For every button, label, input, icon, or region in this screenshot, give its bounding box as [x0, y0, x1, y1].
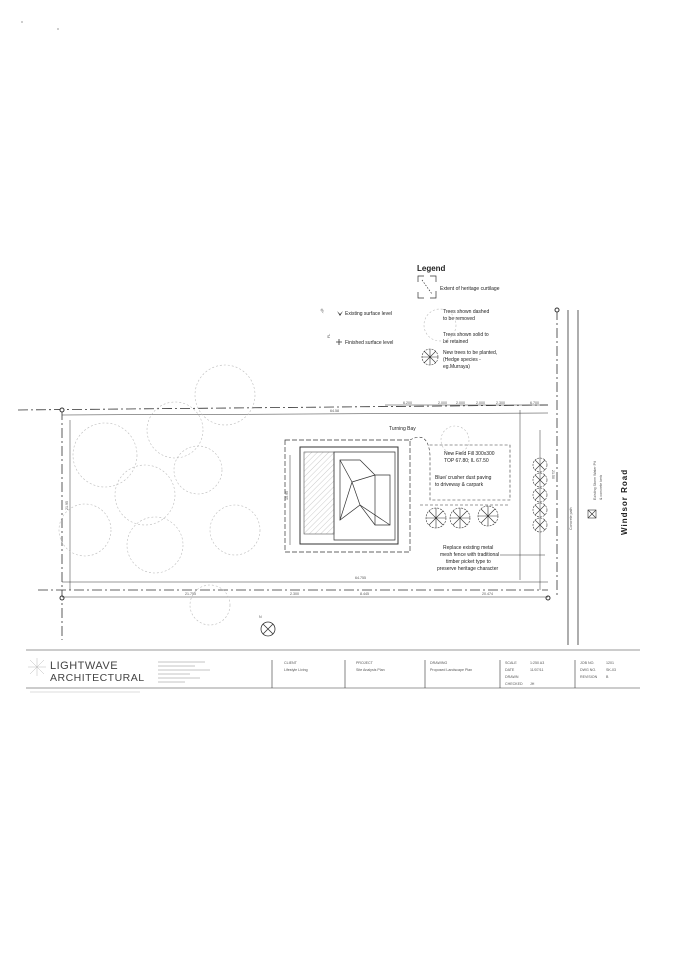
fence-label-1: Replace existing metal [443, 545, 493, 551]
legend-new-trees-3: eg.Murraya) [443, 364, 470, 370]
existing-level-symbol-icon: RL [319, 308, 343, 316]
svg-text:FL: FL [327, 334, 331, 338]
storm-pit-icon [587, 509, 597, 519]
drawn-label: DRAWN [505, 675, 519, 679]
dim-top-total: 64.58 [330, 409, 339, 413]
site-boundary [17, 307, 560, 640]
dim-house-width: 15.95 [285, 491, 289, 500]
firm-details [158, 661, 210, 683]
fill-label-1: New Field Fill 300x300 [444, 451, 495, 457]
legend-title: Legend [417, 264, 446, 273]
heritage-curtilage [284, 439, 411, 553]
dim-left-side: 21.95 [65, 501, 69, 510]
driveway [409, 436, 511, 506]
job-value: 1201 [606, 661, 614, 665]
legend: Legend Extent of heritage curtilage Tree… [319, 264, 499, 370]
dim-top-d: 2.000 [476, 401, 485, 405]
dim-top-e: 2.300 [496, 401, 505, 405]
dim-bot-d: 20.474 [482, 592, 493, 596]
rev-label: REVISION [580, 675, 598, 679]
heritage-house [299, 446, 399, 545]
driveway-label-2: to driveway & carpark [435, 482, 484, 488]
project-label: PROJECT [356, 661, 374, 665]
logo-line1: LIGHTWAVE [50, 660, 118, 672]
fence-label-4: preserve heritage character [437, 566, 498, 572]
legend-trees-removed-1: Trees shown dashed [443, 309, 489, 315]
existing-trees-removed [58, 308, 470, 626]
rev-value: B [606, 675, 609, 679]
checked-value: JH [530, 682, 535, 686]
date-label: DATE [505, 668, 515, 672]
title-block [26, 649, 640, 689]
dwg-value: SK-03 [606, 668, 616, 672]
scale-label: SCALE [505, 661, 517, 665]
dim-bot-c: 8.445 [360, 592, 369, 596]
storm-pit-label-1: Existing Storm Water Pit [593, 461, 597, 500]
turning-bay-label: Turning Bay [389, 426, 416, 432]
legend-new-trees-1: New trees to be planted, [443, 350, 497, 356]
concrete-path-label: Concrete path [569, 507, 573, 530]
project-value: Site Analysis Plan [356, 668, 385, 672]
dim-bot-a: 21.755 [185, 592, 196, 596]
legend-finished-level-label: Finished surface level [345, 340, 393, 346]
logo-mark-icon [28, 658, 46, 676]
legend-existing-level-label: Existing surface level [345, 311, 392, 317]
scale-value: 1:250 A3 [530, 661, 544, 665]
logo-line2: ARCHITECTURAL [50, 672, 145, 684]
legend-curtilage-label: Extent of heritage curtilage [440, 286, 500, 292]
fence-callout: Replace existing metal mesh fence with t… [437, 545, 545, 572]
windsor-road-lines [567, 310, 579, 645]
dim-top-f: 6.700 [530, 401, 539, 405]
fill-label-2: TOP 67.80; IL 67.50 [444, 458, 489, 464]
north-label: N [259, 615, 262, 619]
client-value: Lifestyle Living [284, 668, 308, 672]
finished-level-symbol-icon: FL [327, 334, 342, 345]
storm-pit-label-2: & concrete kerb [599, 475, 603, 500]
legend-trees-retained-2: be retained [443, 339, 468, 345]
dim-top-b: 2.000 [438, 401, 447, 405]
fence-label-2: mesh fence with traditional [440, 552, 499, 558]
legend-trees-retained-1: Trees shown solid to [443, 332, 489, 338]
fence-label-3: timber picket type to [446, 559, 491, 565]
new-tree-symbol-icon [421, 348, 439, 366]
curtilage-symbol-icon [417, 275, 437, 299]
job-label: JOB NO. [580, 661, 594, 665]
client-label: CLIENT [284, 661, 298, 665]
dim-bottom-total: 64.755 [355, 576, 366, 580]
checked-label: CHECKED [505, 682, 523, 686]
svg-text:RL: RL [319, 308, 325, 314]
legend-trees-removed-2: to be removed [443, 316, 475, 322]
dwg-label: DWG NO. [580, 668, 596, 672]
dim-right-side: 21.50 [551, 470, 555, 479]
dimension-labels: 64.58 64.755 21.95 15.95 6.200 2.000 2.0… [65, 401, 555, 596]
driveway-label-1: Blue/ crusher dust paving [435, 475, 492, 481]
legend-new-trees-2: (Hedge species - [443, 357, 481, 363]
new-hedge-trees [425, 457, 548, 533]
dim-top-c: 2.000 [456, 401, 465, 405]
date-value: 11/07/11 [530, 668, 543, 672]
north-arrow-icon [260, 621, 276, 637]
drawing-value: Proposed Landscape Plan [430, 668, 472, 672]
drawing-label: DRAWING [430, 661, 447, 665]
dim-top-a: 6.200 [403, 401, 412, 405]
dim-bot-b: 2.300 [290, 592, 299, 596]
windsor-road-label: Windsor Road [620, 469, 629, 535]
